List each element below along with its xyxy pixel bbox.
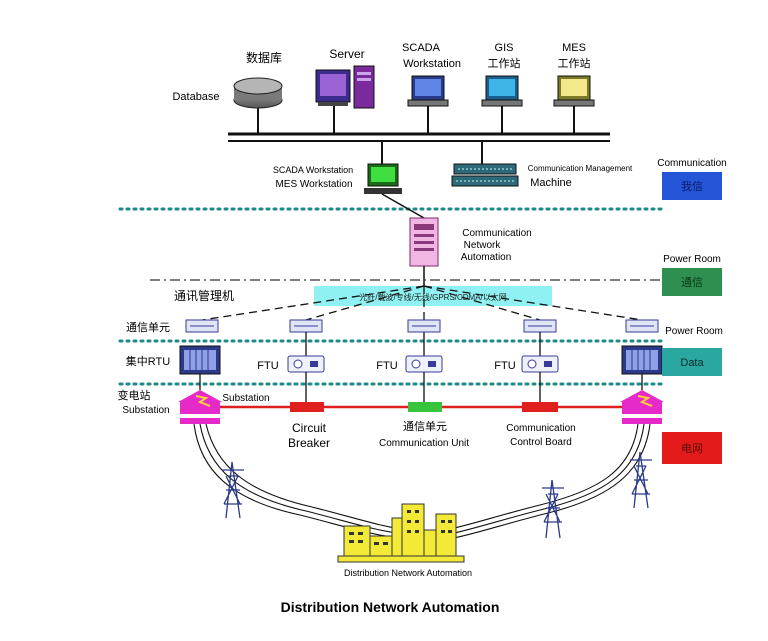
ftu-device-icon: [287, 355, 325, 373]
substation-icon-right: [620, 390, 664, 424]
rtu-cabinet-icon: [621, 345, 663, 375]
server-icon: [315, 65, 375, 134]
control-board-label-2: Control Board: [510, 437, 572, 448]
substation-icon-left: [178, 390, 222, 424]
communication-network-automation-icon: [409, 217, 439, 286]
data-box-label: Data: [680, 357, 704, 369]
comm-unit-icon: [289, 319, 323, 333]
data-box: [662, 348, 722, 376]
mes-workstation-icon: [553, 75, 595, 134]
communication-box: [662, 172, 722, 200]
city-windows: [349, 510, 452, 545]
comm-unit-icon: [407, 319, 441, 333]
server-label: Server: [329, 47, 364, 61]
cna-label-1: Communication: [462, 228, 531, 239]
database-label-cn: 数据库: [246, 50, 282, 65]
mes-label-2: 工作站: [558, 56, 591, 70]
scada-label-2: Workstation: [403, 58, 461, 70]
comm-mgmt-label-2: Machine: [530, 177, 572, 189]
breaker-label-1: Circuit: [292, 421, 327, 435]
feeder-substation-label: Substation: [222, 393, 269, 404]
comm-unit-label: 通信单元: [126, 321, 170, 334]
grid-box-label: 电网: [681, 442, 703, 455]
comm-unit-block: [408, 402, 442, 412]
power-room-label-1: Power Room: [663, 254, 721, 265]
communication-label: Communication: [657, 158, 726, 169]
device-connectors: [199, 372, 643, 402]
city-label: Distribution Network Automation: [344, 568, 472, 578]
power-room-box: [662, 268, 722, 296]
gis-workstation-icon: [481, 75, 523, 134]
comm-unit-icon: [625, 319, 659, 333]
control-board-label-1: Communication: [506, 423, 575, 434]
pylon-icon: [630, 451, 652, 509]
ftu-device-icon: [521, 355, 559, 373]
circuit-breaker-block: [290, 402, 324, 412]
cna-label-2: Network: [464, 240, 502, 251]
grid-box: [662, 432, 722, 464]
ftu-label-1: FTU: [257, 360, 278, 372]
power-room-label-2: Power Room: [665, 326, 723, 337]
comm-unit-icon: [523, 319, 557, 333]
substation-label-cn: 变电站: [118, 388, 151, 402]
unit-connectors: [305, 332, 541, 356]
ftu-device-icon: [405, 355, 443, 373]
cna-uplink: [381, 193, 425, 219]
ftu-label-3: FTU: [494, 360, 515, 372]
scada-mes-label-1: SCADA Workstation: [273, 165, 353, 175]
cna-label-3: Automation: [461, 252, 512, 263]
scada-label-1: SCADA: [402, 42, 441, 54]
substation-label-en: Substation: [122, 405, 169, 416]
comm-unit-block-label-2: Communication Unit: [379, 438, 469, 449]
scada-workstation-icon: [407, 75, 449, 134]
gis-label-1: GIS: [495, 42, 514, 54]
rtu-cabinet-icon: [179, 345, 221, 375]
pylon-icon: [222, 461, 244, 519]
database-label: Database: [172, 91, 219, 103]
mes-label-1: MES: [562, 42, 586, 54]
comm-media-banner-text: 光纤/载波/专线/无线/GPRS/CDMA/以太网: [359, 292, 507, 302]
comm-manager-label: 通讯管理机: [174, 288, 234, 303]
rtu-label: 集中RTU: [126, 354, 170, 368]
database-icon: [233, 77, 283, 134]
pylon-icon: [542, 479, 564, 539]
comm-management-machine-icon: [451, 141, 519, 187]
breaker-label-2: Breaker: [288, 436, 330, 450]
comm-unit-row: [185, 319, 659, 333]
scada-mes-workstation-icon: [364, 141, 402, 194]
comm-unit-block-label-1: 通信单元: [403, 420, 447, 433]
scada-mes-label-2: MES Workstation: [275, 179, 352, 190]
diagram-title: Distribution Network Automation: [281, 599, 500, 615]
power-room-box-label: 通信: [681, 276, 703, 289]
comm-mgmt-label-1: Communication Management: [528, 164, 633, 173]
comm-unit-icon: [185, 319, 219, 333]
fanout-lines: [201, 285, 643, 321]
control-board-block: [522, 402, 558, 412]
ftu-label-2: FTU: [376, 360, 397, 372]
gis-label-2: 工作站: [488, 56, 521, 70]
communication-box-label: 我信: [681, 180, 703, 193]
